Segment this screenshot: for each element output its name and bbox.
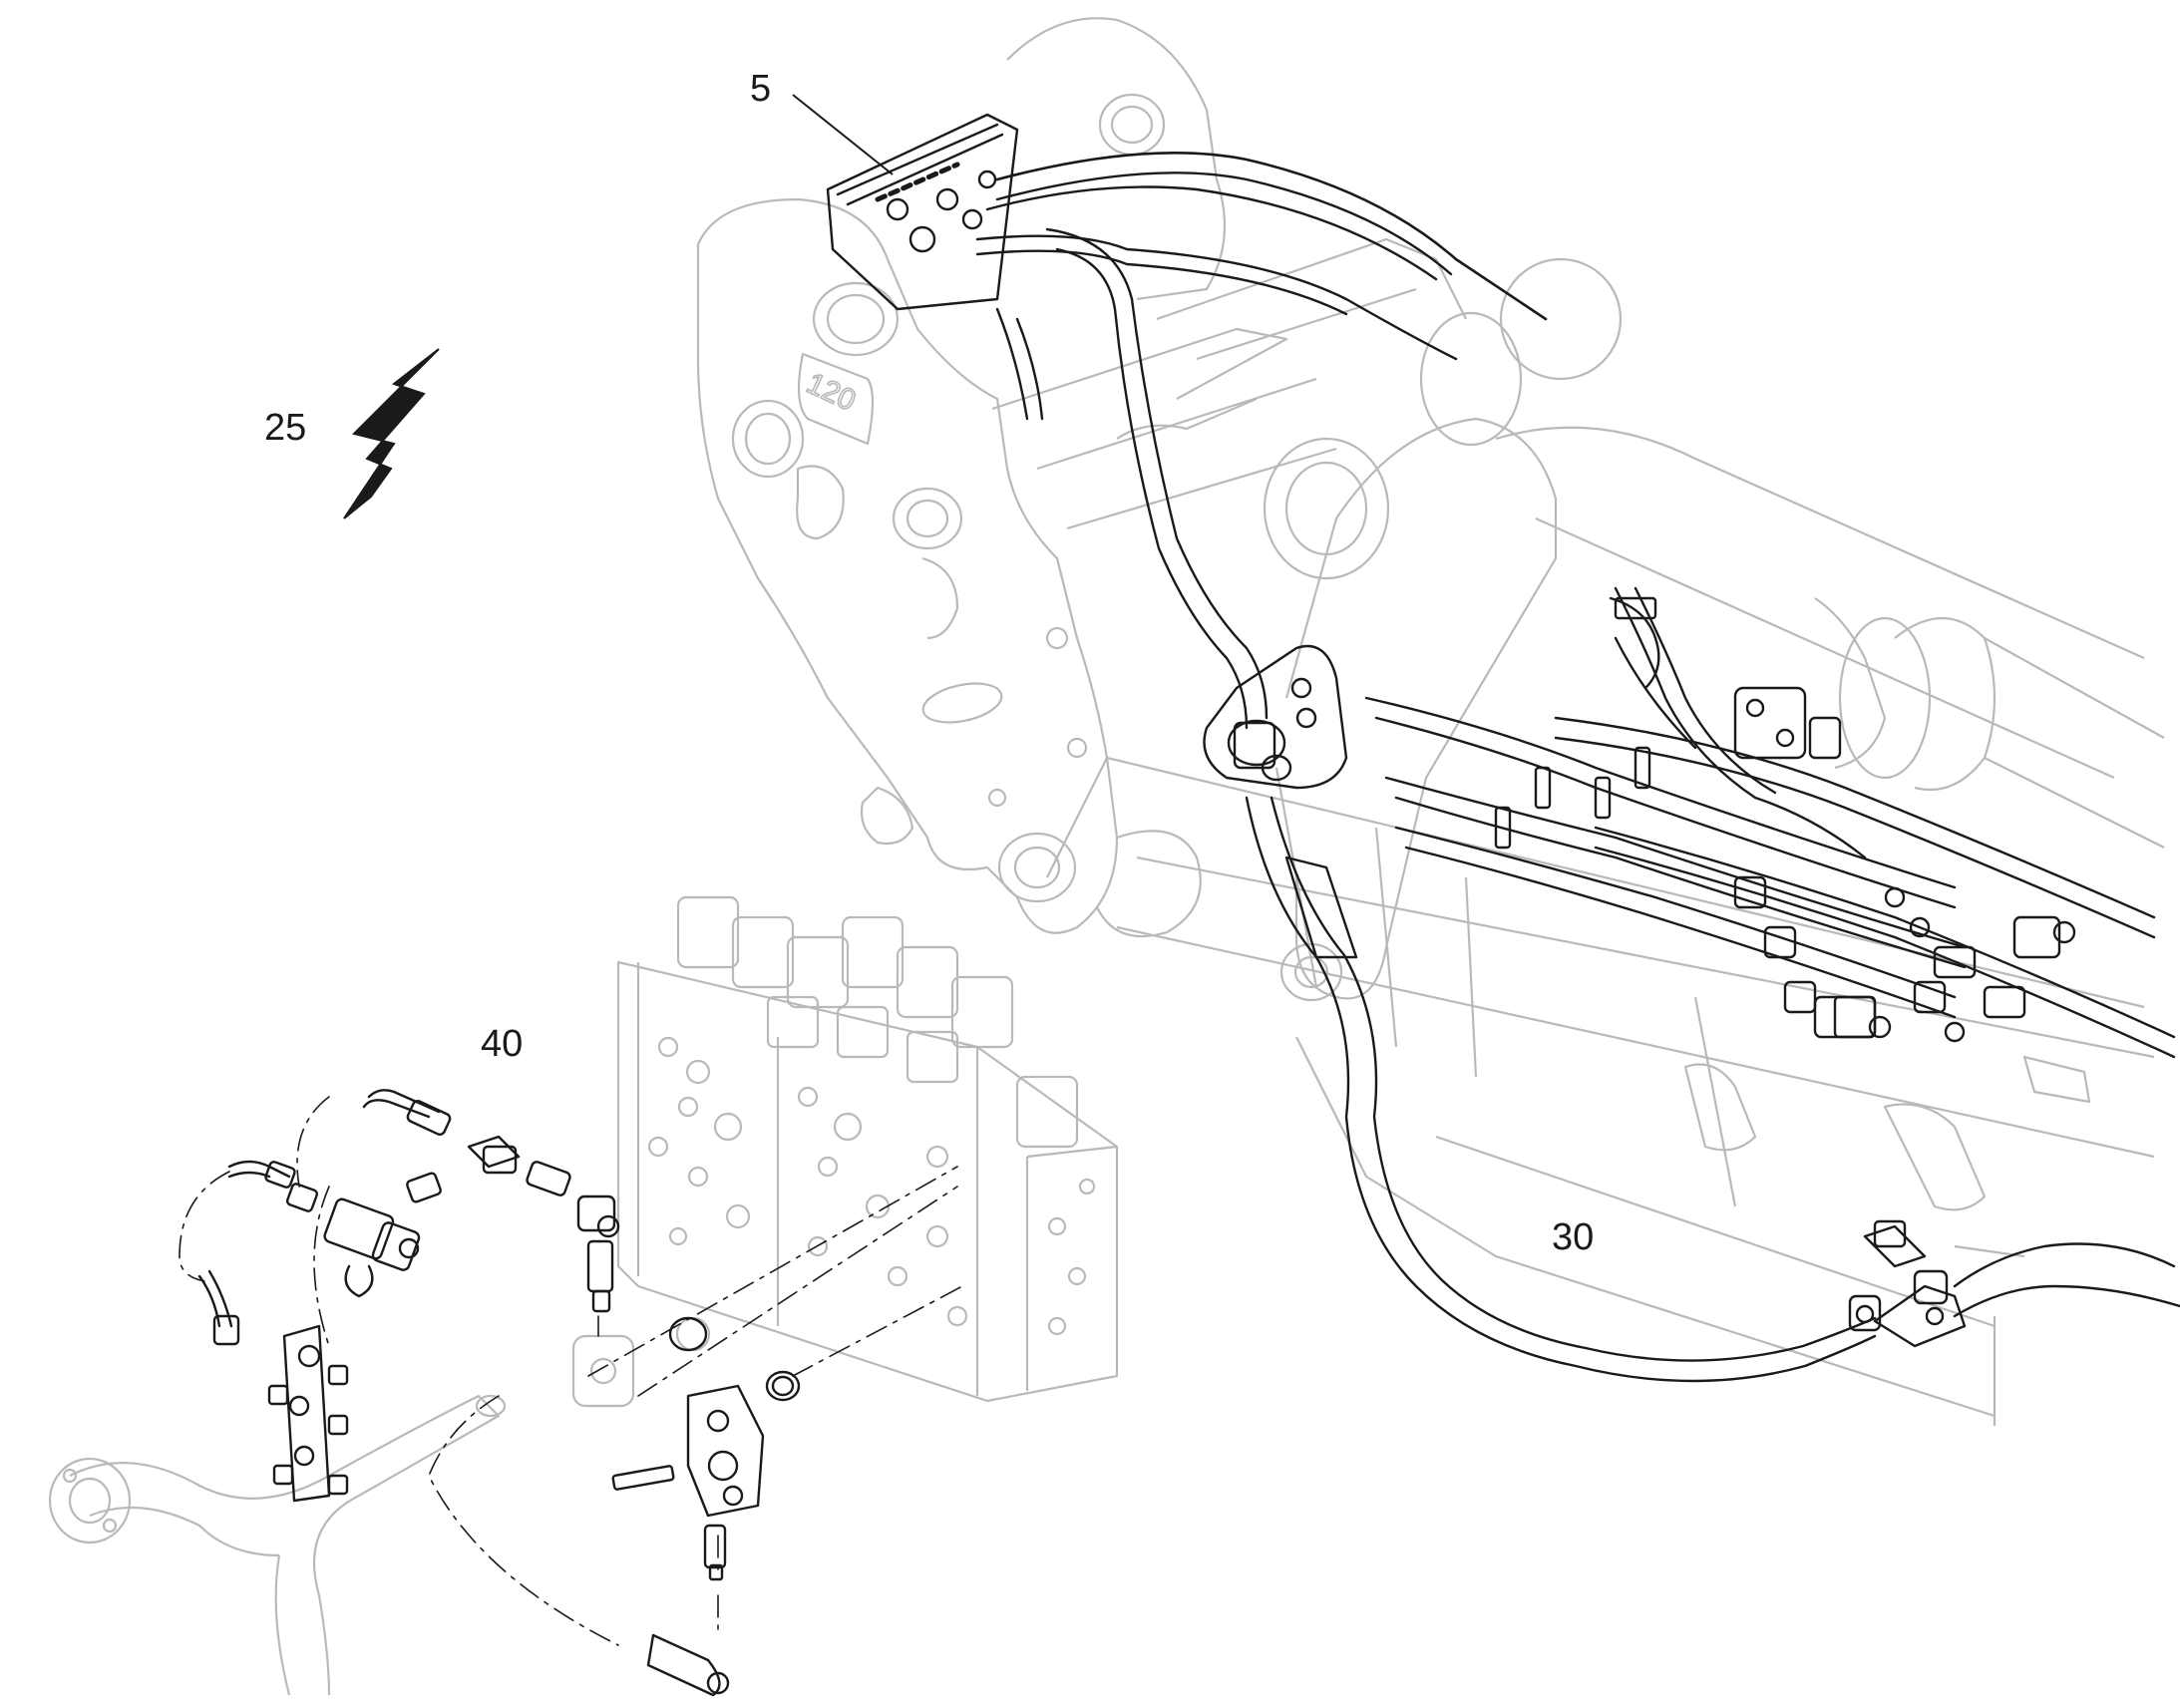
callout-40: 40: [481, 1023, 524, 1065]
hydraulic-lines: [179, 113, 2180, 1697]
left-pilot-hoses: [197, 1160, 296, 1346]
callout-5: 5: [750, 68, 772, 110]
callout-5-leader: [792, 94, 894, 175]
boom-structure-ghost: [48, 17, 2165, 1696]
pilot-solenoid-assembly: [285, 1172, 442, 1298]
fittings-chain: [362, 1089, 620, 1313]
boom-fitting-cluster: [1848, 1219, 1949, 1332]
control-valve-block-ghost: [616, 895, 1119, 1403]
cylinder-fitting: [1733, 686, 1842, 760]
callout-25: 25: [264, 407, 307, 449]
flange-assembly: [611, 1316, 801, 1697]
boom-plate-marking: 120: [802, 367, 861, 418]
top-valve-manifold: [826, 113, 1019, 311]
hose-clamp: [1203, 644, 1348, 790]
electrical-bolt-icon: [343, 348, 440, 519]
distribution-manifold: [267, 1324, 349, 1503]
assembly-lines: [179, 1096, 963, 1646]
right-solenoid-cluster: [1733, 875, 2076, 1043]
callout-30: 30: [1552, 1216, 1595, 1258]
